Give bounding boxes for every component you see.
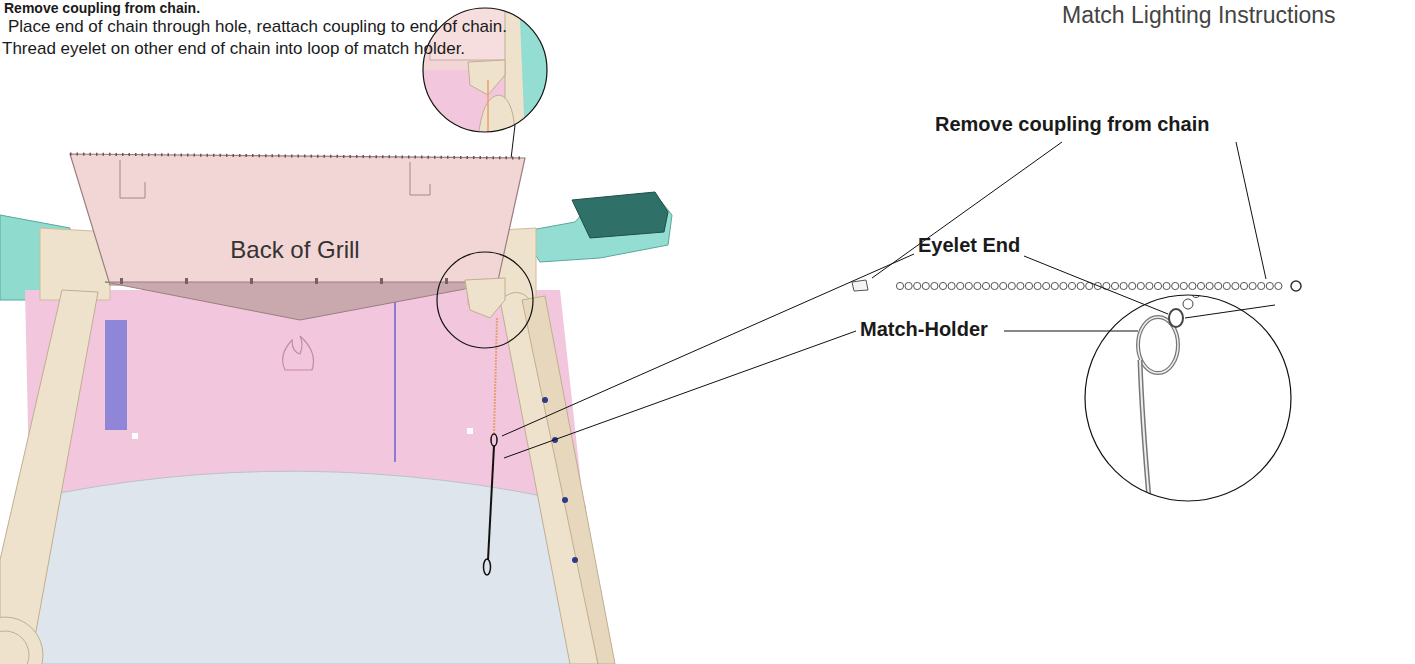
step-text: Place end of chain through hole, reattac… xyxy=(8,17,507,37)
leader-line xyxy=(504,331,856,458)
leader-line xyxy=(1236,142,1266,279)
detail-circle xyxy=(1085,295,1291,501)
leader-line xyxy=(1024,256,1168,314)
flame-logo xyxy=(283,336,314,370)
bracket xyxy=(105,320,127,430)
coupling xyxy=(852,280,868,291)
lower-panel xyxy=(10,471,600,664)
step-heading: Remove coupling from chain. xyxy=(4,0,200,16)
side-handle xyxy=(572,192,668,238)
callout-label: Match-Holder xyxy=(860,318,988,341)
leader-line xyxy=(502,254,914,436)
page-title: Match Lighting Instructions xyxy=(1062,2,1336,28)
detail-zoom xyxy=(1080,269,1300,511)
match-holder xyxy=(491,434,497,446)
leg xyxy=(522,296,615,664)
leader-line xyxy=(1185,305,1275,318)
leg xyxy=(0,290,98,664)
leader-line xyxy=(872,142,1062,278)
grill-basin: Back of Grill xyxy=(65,150,530,290)
leader-line xyxy=(1004,331,1138,332)
match-holder xyxy=(484,559,491,575)
ball-chain xyxy=(896,282,1282,289)
chain xyxy=(494,318,497,434)
callout-label: Eyelet End xyxy=(918,234,1020,257)
eyelet xyxy=(1291,281,1301,291)
step-text: Thread eyelet on other end of chain into… xyxy=(2,39,465,59)
part-label: Back of Grill xyxy=(230,236,359,264)
basin-outline xyxy=(65,150,530,290)
callout-label: Remove coupling from chain xyxy=(935,113,1209,136)
match-holder xyxy=(488,446,494,560)
wire xyxy=(394,300,396,462)
